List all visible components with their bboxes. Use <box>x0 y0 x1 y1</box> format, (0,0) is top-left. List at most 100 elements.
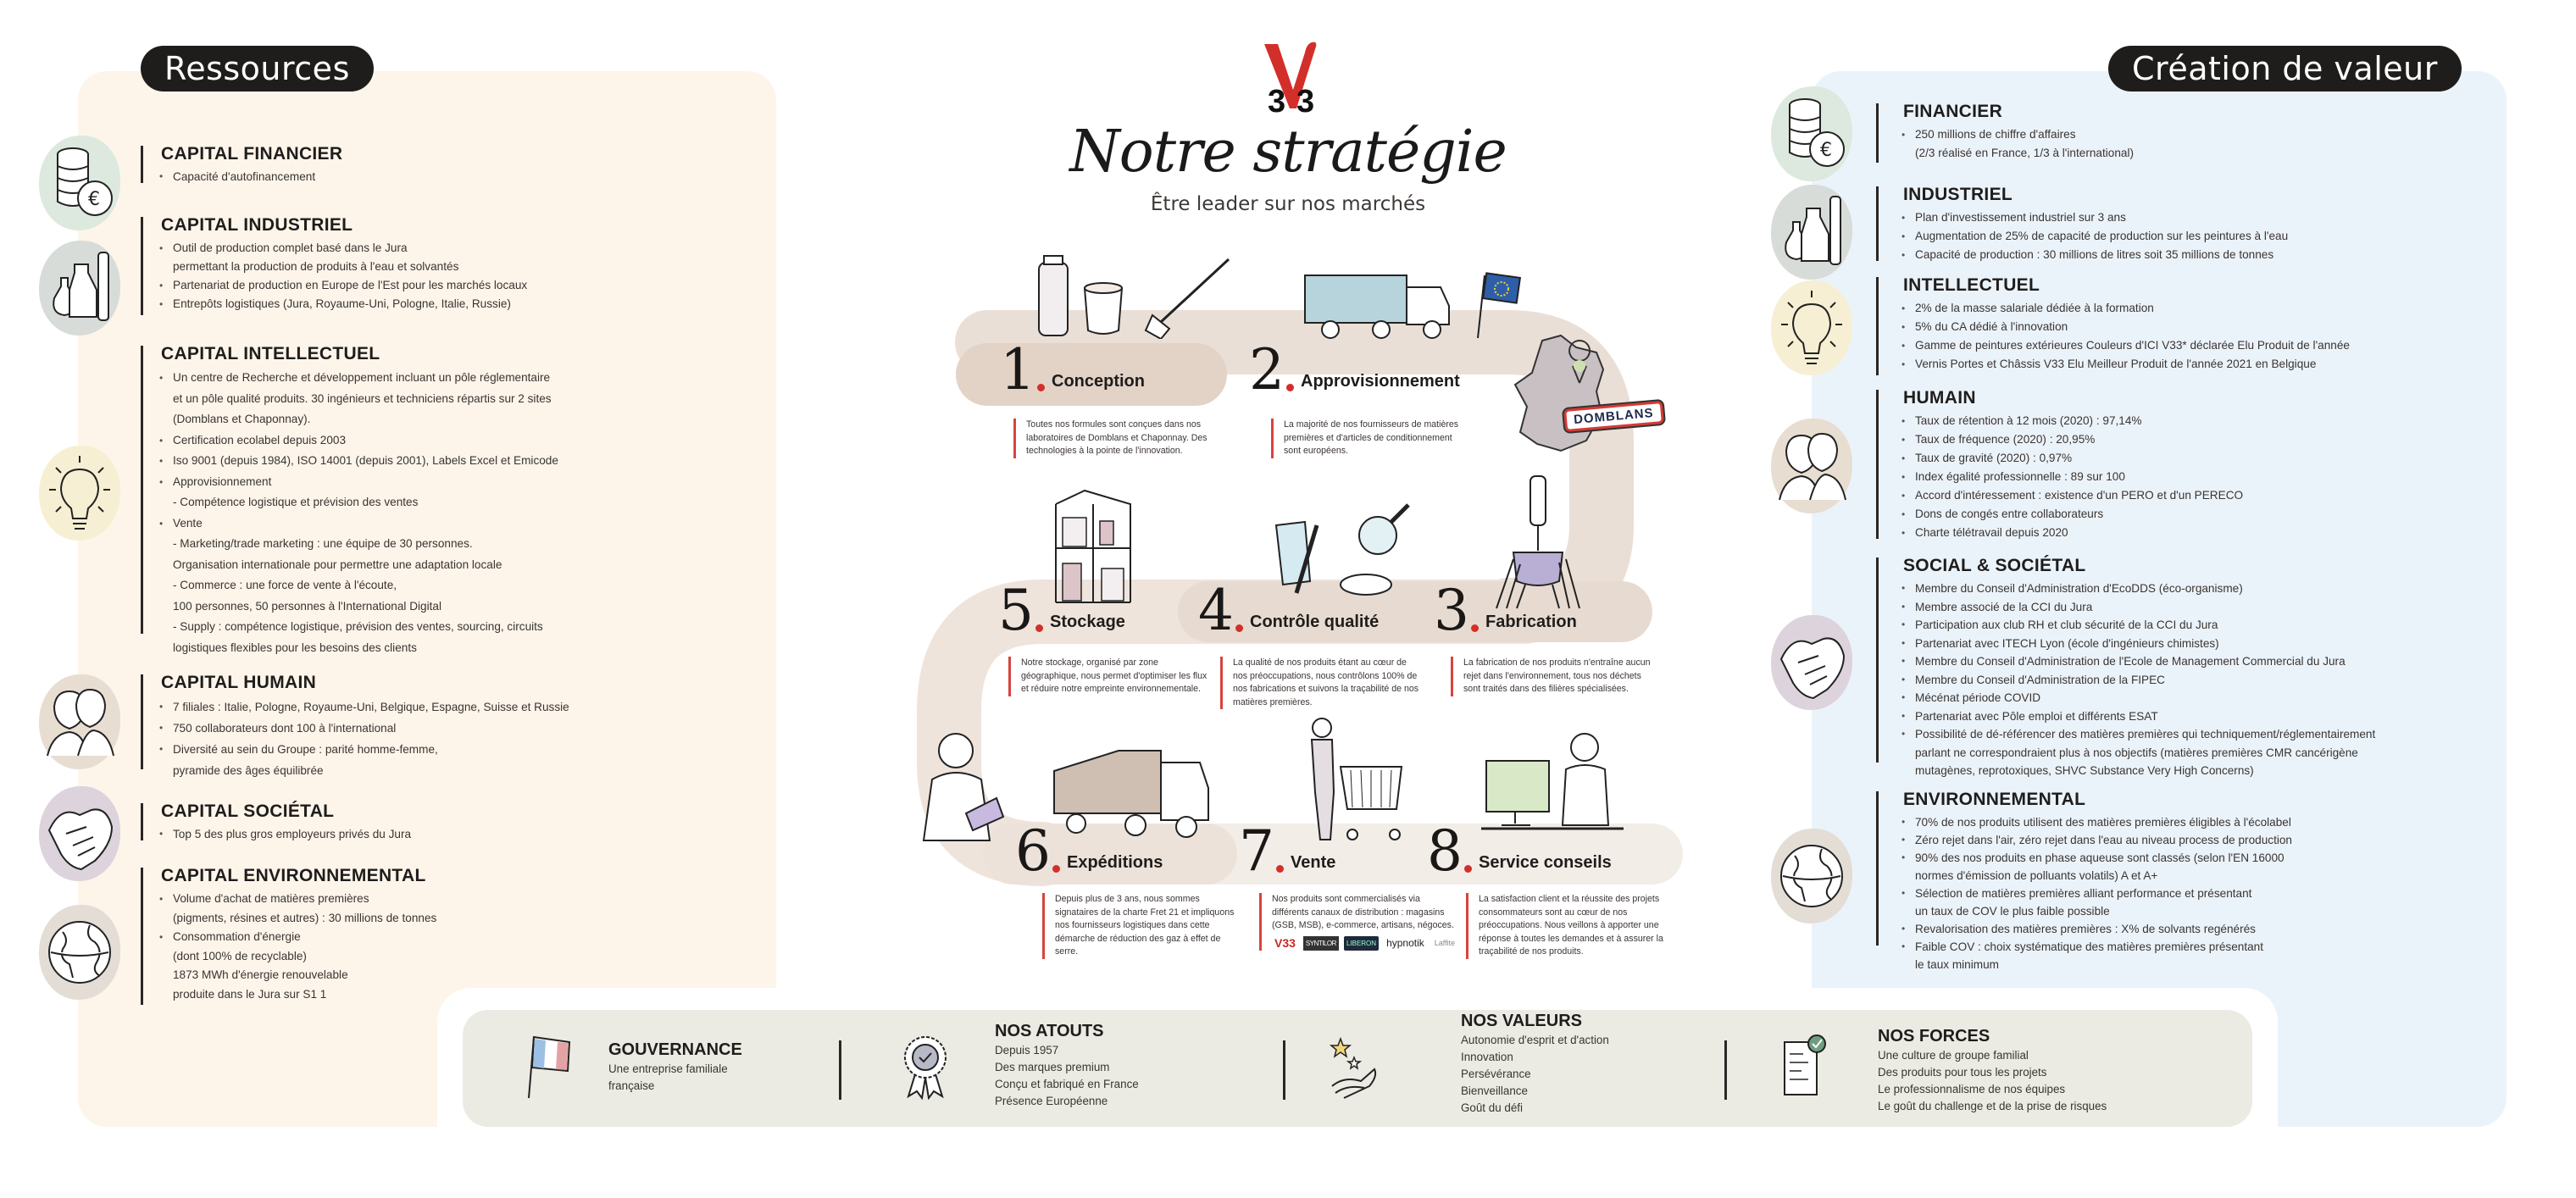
block-item: 750 collaborateurs dont 100 à l'internat… <box>158 718 569 739</box>
bottom-cell-line: Persévérance <box>1461 1068 1531 1080</box>
block-item: 1873 MWh d'énergie renouvelable <box>173 968 348 981</box>
step-dot-icon <box>1464 865 1472 873</box>
step-number: 7 <box>1239 818 1274 884</box>
block-item: Membre du Conseil d'Administration de la… <box>1900 671 2375 690</box>
block-item: Taux de fréquence (2020) : 20,95% <box>1900 430 2243 449</box>
value-creation-header: Création de valeur <box>2108 46 2462 92</box>
lightbulb-icon <box>1771 280 1852 375</box>
bottom-separator <box>839 1040 841 1100</box>
block-item: Taux de gravité (2020) : 0,97% <box>1900 449 2243 468</box>
block-item: Entrepôts logistiques (Jura, Royaume-Uni… <box>158 295 527 313</box>
block-items: Capacité d'autofinancement <box>158 168 315 186</box>
brand-logo: hypnotik <box>1386 936 1424 949</box>
block-divider <box>1876 186 1879 261</box>
award-ribbon-icon <box>898 1032 952 1101</box>
svg-text:€: € <box>88 189 100 210</box>
logo-digit-right: 3 <box>1296 84 1314 117</box>
block-item: Capacité de production : 30 millions de … <box>1900 246 2288 264</box>
block-items: 70% de nos produits utilisent des matièr… <box>1900 813 2292 973</box>
bottom-cell-title: NOS VALEURS <box>1461 1012 1582 1030</box>
block-item: Partenariat avec ITECH Lyon (école d'ing… <box>1900 635 2375 653</box>
step-dot-icon <box>1286 384 1294 391</box>
step-label: Stockage <box>1050 613 1125 631</box>
block-divider <box>1876 390 1879 539</box>
block-items: 250 millions de chiffre d'affaires(2/3 r… <box>1900 125 2134 163</box>
shelving-illustration <box>1055 489 1131 603</box>
block-item: Taux de rétention à 12 mois (2020) : 97,… <box>1900 412 2243 430</box>
bottom-cell-line: Présence Européenne <box>995 1095 1108 1107</box>
block-item: - Supply : compétence logistique, prévis… <box>173 620 543 633</box>
block-item: 250 millions de chiffre d'affaires <box>1900 125 2134 144</box>
woman-tablet-illustration <box>922 733 1005 841</box>
block-item: Volume d'achat de matières premières <box>158 890 436 909</box>
bottom-cell-line: Le professionnalisme de nos équipes <box>1878 1083 2066 1095</box>
block-item: 7 filiales : Italie, Pologne, Royaume-Un… <box>158 696 569 718</box>
block-item: Membre associé de la CCI du Jura <box>1900 598 2375 617</box>
block-title: FINANCIER <box>1903 102 2003 121</box>
people-icon <box>1771 419 1852 513</box>
block-title: SOCIAL & SOCIÉTAL <box>1903 556 2086 575</box>
step-description: La qualité de nos produits étant au cœur… <box>1220 657 1420 709</box>
block-divider <box>1876 277 1879 375</box>
block-item: Partenariat de production en Europe de l… <box>158 276 527 295</box>
block-title: HUMAIN <box>1903 388 1976 408</box>
block-item: Un centre de Recherche et développement … <box>158 368 558 389</box>
block-item: Faible COV : choix systématique des mati… <box>1900 938 2292 956</box>
block-title: CAPITAL HUMAIN <box>161 673 317 692</box>
block-divider <box>141 803 143 840</box>
step-number: 4 <box>1198 578 1234 643</box>
block-divider <box>1876 557 1879 763</box>
block-title: INDUSTRIEL <box>1903 185 2012 204</box>
block-item: (pigments, résines et autres) : 30 milli… <box>173 911 437 924</box>
block-item: Certification ecolabel depuis 2003 <box>158 430 558 452</box>
step-description-text: La fabrication de nos produits n'entraîn… <box>1463 657 1651 694</box>
hand-stars-icon <box>1327 1032 1381 1100</box>
brand-logo: V33 <box>1274 935 1296 950</box>
step-number: 3 <box>1434 578 1469 643</box>
block-divider <box>141 217 143 315</box>
block-title: CAPITAL SOCIÉTAL <box>161 801 335 821</box>
brand-logo: SYNTILOR <box>1302 935 1339 951</box>
bottom-separator <box>1724 1040 1727 1100</box>
bottom-cell-line: française <box>608 1079 655 1092</box>
delivery-truck-illustration <box>1053 750 1209 838</box>
block-item: Charte télétravail depuis 2020 <box>1900 524 2243 542</box>
block-title: INTELLECTUEL <box>1903 275 2040 295</box>
block-item: Top 5 des plus gros employeurs privés du… <box>158 825 411 843</box>
step-description-text: La satisfaction client et la réussite de… <box>1479 894 1663 957</box>
step-description: Nos produits sont commercialisés via dif… <box>1259 893 1459 951</box>
step-description-text: Notre stockage, organisé par zone géogra… <box>1021 657 1208 694</box>
block-title: CAPITAL INTELLECTUEL <box>161 344 380 363</box>
block-item: Gamme de peintures extérieures Couleurs … <box>1900 336 2350 355</box>
step-description: Notre stockage, organisé par zone géogra… <box>1008 657 1208 696</box>
block-item: - Commerce : une force de vente à l'écou… <box>173 579 397 591</box>
paint-can-brush-illustration <box>1038 255 1230 339</box>
block-item: Revalorisation des matières premières : … <box>1900 920 2292 938</box>
logo-digit-left: 3 <box>1268 84 1285 117</box>
bottom-cell-title: NOS FORCES <box>1878 1027 1990 1045</box>
france-map-illustration <box>1513 334 1605 452</box>
bottom-cell-line: Conçu et fabriqué en France <box>995 1078 1139 1090</box>
block-item: Augmentation de 25% de capacité de produ… <box>1900 227 2288 246</box>
block-items: Top 5 des plus gros employeurs privés du… <box>158 825 411 843</box>
brand-logo: Laffite <box>1434 938 1456 947</box>
step-number: 1 <box>1000 337 1035 402</box>
coins-euro-icon: € <box>39 136 120 230</box>
bottom-cell-title: GOUVERNANCE <box>608 1040 742 1059</box>
step-description-text: Depuis plus de 3 ans, nous sommes signat… <box>1055 894 1235 957</box>
step-label: Approvisionnement <box>1301 372 1460 391</box>
handshake-icon <box>1771 615 1852 710</box>
block-item: Consommation d'énergie <box>158 928 436 947</box>
step-label: Service conseils <box>1479 853 1612 872</box>
block-item: 2% de la masse salariale dédiée à la for… <box>1900 299 2350 318</box>
block-item: pyramide des âges équilibrée <box>173 764 324 777</box>
block-item: Vente <box>158 513 558 535</box>
block-items: Un centre de Recherche et développement … <box>158 368 558 658</box>
